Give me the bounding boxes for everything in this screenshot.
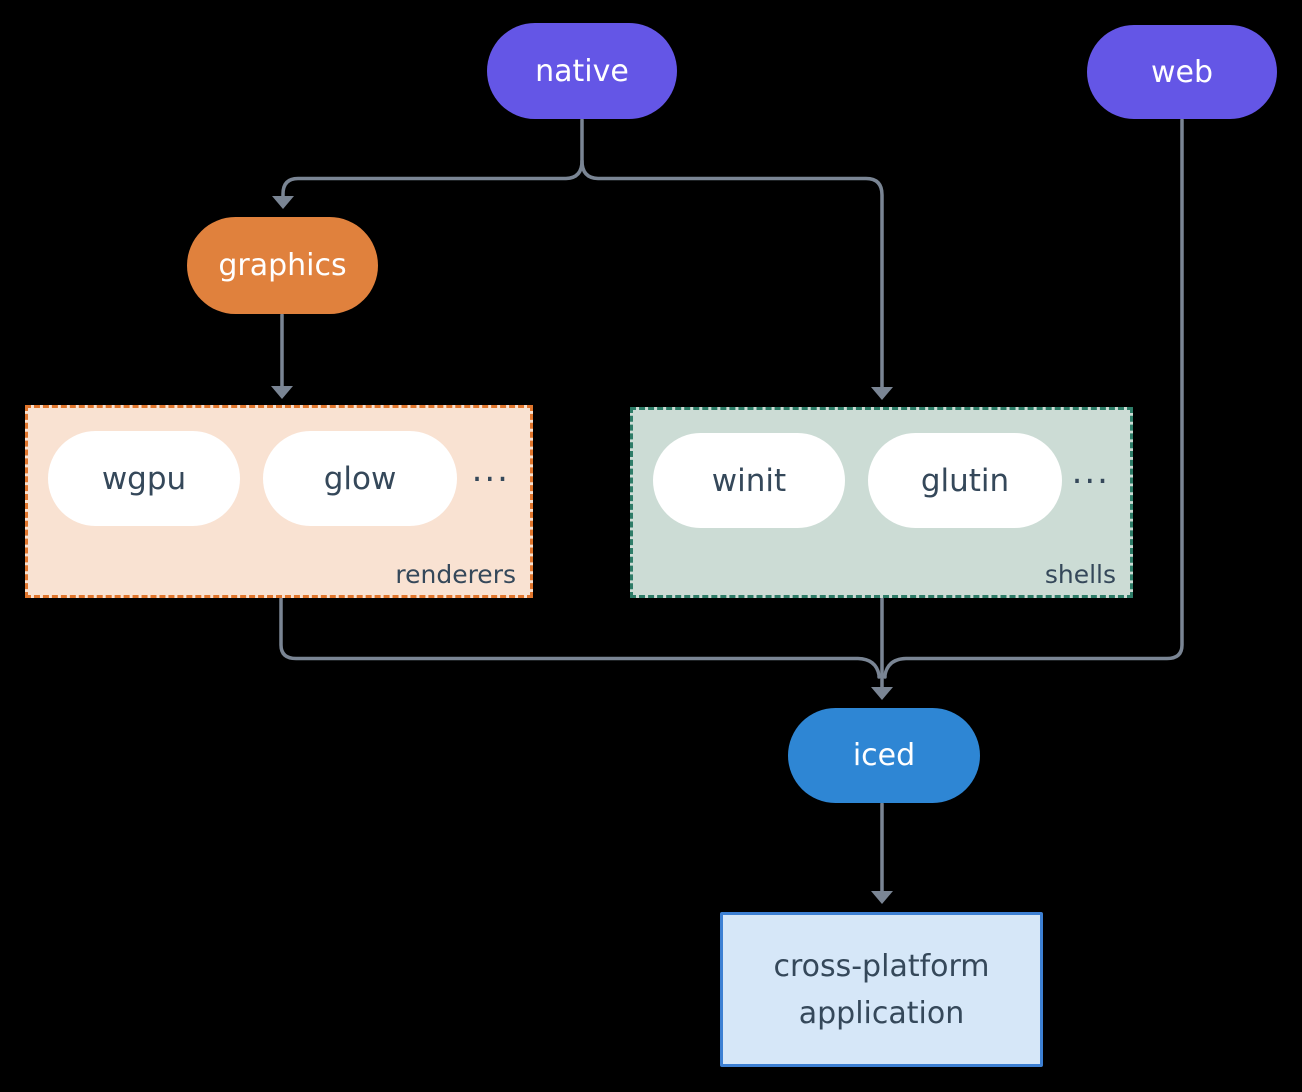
arrowhead-into-graphics (272, 196, 294, 209)
arrowhead-into-app (871, 891, 893, 904)
edge-native-to-graphics (281, 118, 584, 198)
app-label-line1: cross-platform (773, 948, 990, 984)
node-cross-platform-application: cross-platform application (720, 912, 1043, 1067)
node-wgpu-label: wgpu (101, 460, 187, 497)
node-graphics-label: graphics (218, 248, 347, 283)
node-graphics: graphics (187, 217, 378, 314)
node-glutin-label: glutin (920, 462, 1010, 499)
edge-native-to-shells (580, 159, 884, 389)
arrowhead-into-renderers (271, 386, 293, 399)
node-winit: winit (653, 433, 845, 528)
edge-renderers-to-iced (279, 597, 881, 679)
node-native: native (487, 23, 677, 119)
node-winit-label: winit (711, 462, 787, 499)
node-wgpu: wgpu (48, 431, 240, 526)
node-iced: iced (788, 708, 980, 803)
node-glutin: glutin (868, 433, 1062, 528)
renderers-ellipsis: ... (471, 450, 510, 490)
arrowhead-into-shells (871, 387, 893, 400)
shells-ellipsis: ... (1071, 452, 1110, 492)
node-glow: glow (263, 431, 457, 526)
shells-caption: shells (1044, 560, 1116, 589)
node-native-label: native (535, 53, 629, 89)
edge-web-to-iced (883, 118, 1184, 679)
node-web: web (1087, 25, 1277, 119)
renderers-caption: renderers (395, 560, 516, 589)
node-web-label: web (1150, 54, 1214, 90)
group-renderers: wgpu glow ... renderers (25, 405, 533, 598)
app-label-line2: application (798, 995, 965, 1031)
node-glow-label: glow (323, 460, 397, 497)
arrowhead-into-iced (871, 687, 893, 700)
node-iced-label: iced (852, 738, 916, 773)
group-shells: winit glutin ... shells (630, 407, 1133, 598)
